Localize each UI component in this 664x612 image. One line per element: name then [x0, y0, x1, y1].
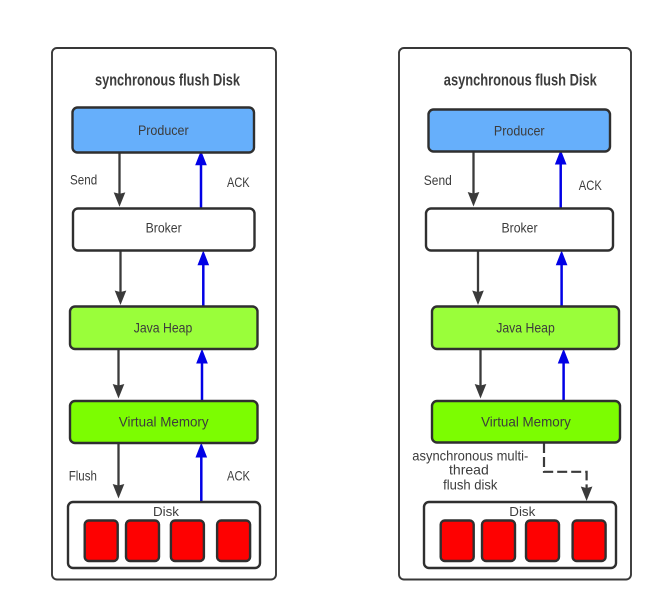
svg-text:synchronous flush Disk: synchronous flush Disk — [95, 71, 240, 90]
svg-text:Broker: Broker — [146, 219, 182, 235]
svg-text:Java Heap: Java Heap — [496, 320, 555, 336]
svg-text:Send: Send — [424, 172, 452, 188]
svg-text:Broker: Broker — [501, 220, 537, 236]
svg-text:thread: thread — [449, 462, 489, 478]
svg-text:asynchronous multi-: asynchronous multi- — [412, 448, 528, 464]
svg-text:Producer: Producer — [494, 122, 545, 138]
svg-text:Flush: Flush — [69, 468, 97, 484]
svg-text:asynchronous flush Disk: asynchronous flush Disk — [444, 71, 597, 90]
svg-text:ACK: ACK — [227, 174, 250, 190]
svg-text:flush disk: flush disk — [443, 476, 498, 492]
svg-text:Virtual Memory: Virtual Memory — [119, 414, 209, 430]
svg-text:Send: Send — [70, 172, 97, 188]
svg-text:ACK: ACK — [227, 468, 251, 484]
svg-text:Java Heap: Java Heap — [134, 320, 193, 336]
svg-text:Virtual Memory: Virtual Memory — [481, 413, 571, 429]
svg-text:ACK: ACK — [579, 177, 603, 193]
svg-text:Disk: Disk — [509, 504, 536, 519]
svg-text:Disk: Disk — [153, 504, 180, 519]
svg-text:Producer: Producer — [138, 122, 189, 138]
